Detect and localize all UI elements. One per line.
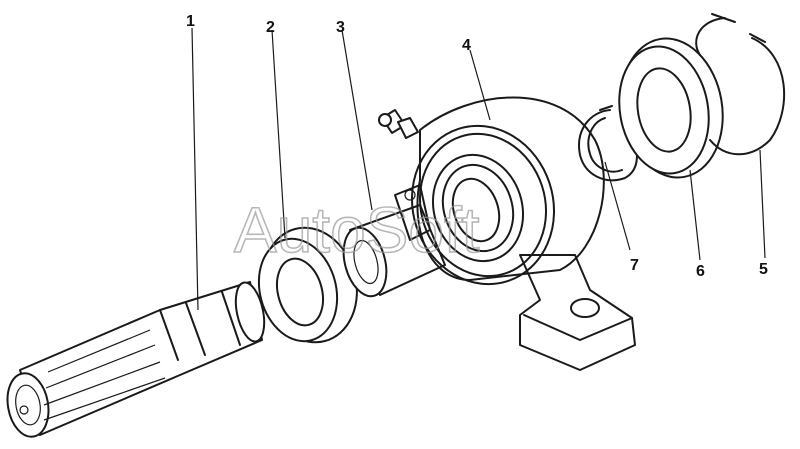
callout-6: 6	[696, 263, 705, 280]
snap-ring	[578, 105, 638, 182]
callout-4: 4	[462, 37, 471, 54]
callout-3: 3	[336, 19, 345, 36]
splined-shaft	[6, 281, 266, 438]
callout-5: 5	[759, 261, 768, 278]
callout-7: 7	[630, 257, 639, 274]
callout-1: 1	[186, 13, 195, 30]
callout-2: 2	[266, 19, 275, 36]
leader-lines	[191, 27, 766, 311]
retaining-ring	[695, 13, 786, 156]
grease-fitting	[378, 109, 419, 139]
thrust-washer	[618, 37, 724, 179]
bearing-housing	[410, 96, 636, 371]
watermark-text: AutoSoft	[234, 194, 480, 266]
seal-ring	[257, 226, 358, 344]
